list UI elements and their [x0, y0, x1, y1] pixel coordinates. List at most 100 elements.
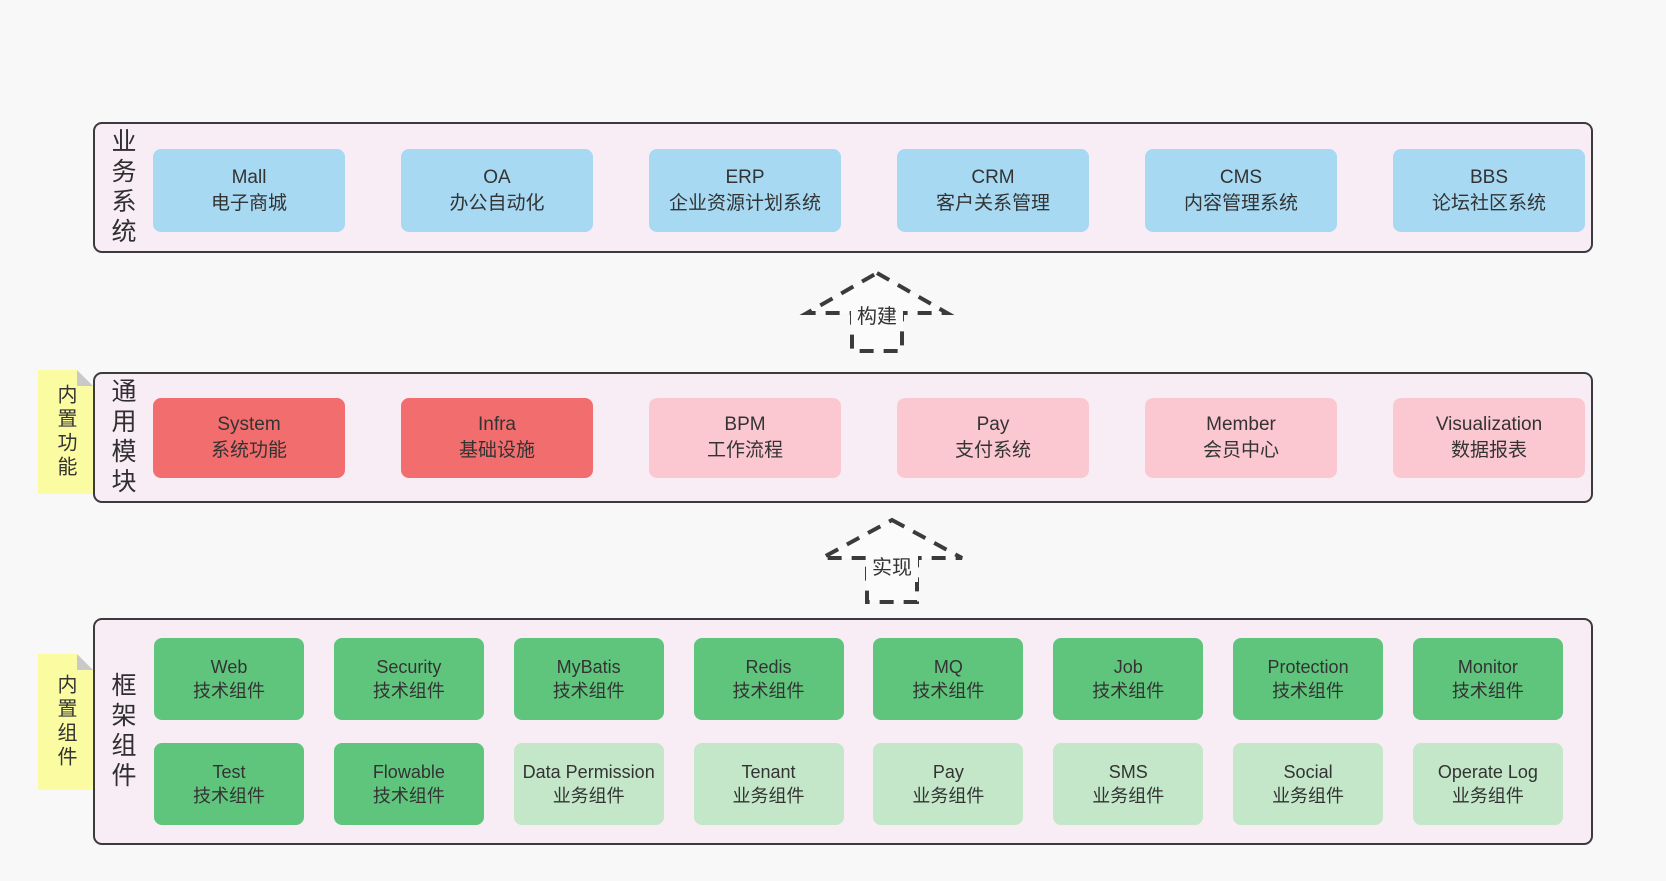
box-title: OA: [483, 166, 511, 188]
box-title: Security: [376, 657, 442, 677]
sticky-note-built-in-features: 内置功能: [38, 370, 93, 494]
box-title: Member: [1206, 414, 1276, 435]
box-mybatis: MyBatis 技术组件: [513, 638, 664, 720]
box-subtitle: 企业资源计划系统: [668, 192, 821, 214]
layer-common-modules: 通用模块 System 系统功能 Infra 基础设施 BPM 工作流程 Pay…: [93, 372, 1593, 503]
sticky-note-text: 内置功能: [54, 384, 76, 480]
box-title: Test: [212, 762, 246, 782]
box-mall: Mall 电子商城: [153, 149, 345, 232]
layer-label-common-modules: 通用模块: [108, 377, 136, 498]
box-subtitle: 业务组件: [912, 786, 985, 806]
box-subtitle: 内容管理系统: [1183, 192, 1298, 214]
box-protection: Protection 技术组件: [1233, 638, 1384, 720]
box-bpm: BPM 工作流程: [649, 398, 841, 478]
box-subtitle: 技术组件: [1092, 681, 1165, 701]
box-subtitle: 工作流程: [706, 440, 783, 461]
box-subtitle: 技术组件: [552, 681, 625, 701]
box-erp: ERP 企业资源计划系统: [649, 149, 841, 232]
box-subtitle: 业务组件: [552, 786, 625, 806]
arrow-implement: 实现: [821, 517, 963, 604]
box-title: CMS: [1219, 166, 1263, 188]
box-redis: Redis 技术组件: [693, 638, 844, 720]
box-subtitle: 支付系统: [954, 440, 1031, 461]
box-subtitle: 客户关系管理: [935, 192, 1050, 214]
business-box-row: Mall 电子商城 OA 办公自动化 ERP 企业资源计划系统 CRM 客户关系…: [153, 149, 1585, 232]
box-subtitle: 技术组件: [912, 681, 985, 701]
folded-corner-icon: [77, 654, 93, 670]
box-title: MyBatis: [556, 657, 621, 677]
layer-business-systems: 业务系统 Mall 电子商城 OA 办公自动化 ERP 企业资源计划系统 CRM…: [93, 122, 1593, 253]
box-subtitle: 业务组件: [732, 786, 805, 806]
box-subtitle: 基础设施: [458, 440, 535, 461]
box-title: Web: [210, 657, 248, 677]
box-title: Monitor: [1457, 657, 1518, 677]
box-subtitle: 技术组件: [193, 681, 265, 701]
box-subtitle: 会员中心: [1202, 440, 1279, 461]
box-bbs: BBS 论坛社区系统: [1393, 149, 1585, 232]
box-oa: OA 办公自动化: [401, 149, 593, 232]
sticky-note-shape: [38, 370, 93, 494]
box-title: Job: [1113, 657, 1143, 677]
box-subtitle: 技术组件: [372, 681, 445, 701]
box-title: Pay: [932, 762, 964, 782]
box-subtitle: 业务组件: [1272, 786, 1345, 806]
box-subtitle: 数据报表: [1450, 440, 1527, 461]
box-title: Infra: [477, 414, 517, 435]
box-title: SMS: [1108, 762, 1148, 782]
box-title: Social: [1283, 762, 1333, 782]
component-box-row-1: Web 技术组件 Security 技术组件 MyBatis 技术组件 Redi…: [154, 638, 1563, 720]
arrow-build-label: 构建: [857, 305, 897, 328]
box-member: Member 会员中心: [1145, 398, 1337, 478]
sticky-note-built-in-components: 内置组件: [38, 654, 93, 790]
box-infra: Infra 基础设施: [401, 398, 593, 478]
box-web: Web 技术组件: [154, 638, 304, 720]
box-title: Pay: [976, 414, 1010, 435]
box-title: ERP: [725, 166, 765, 188]
box-title: MQ: [933, 657, 963, 677]
box-visualization: Visualization 数据报表: [1393, 398, 1585, 478]
box-title: Tenant: [741, 762, 796, 782]
module-box-row: System 系统功能 Infra 基础设施 BPM 工作流程 Pay 支付系统…: [153, 398, 1585, 478]
box-subtitle: 技术组件: [193, 786, 265, 806]
box-title: Flowable: [372, 762, 445, 782]
arrow-label-bg: [866, 552, 918, 582]
box-sms: SMS 业务组件: [1053, 743, 1204, 825]
box-title: Data Permission: [522, 762, 655, 782]
box-title: BBS: [1469, 166, 1509, 188]
box-title: Visualization: [1435, 414, 1543, 435]
box-pay: Pay 支付系统: [897, 398, 1089, 478]
box-security: Security 技术组件: [333, 638, 484, 720]
box-title: Mall: [231, 166, 267, 188]
box-flowable: Flowable 技术组件: [333, 743, 484, 825]
box-job: Job 技术组件: [1053, 638, 1204, 720]
layer-label-business-systems: 业务系统: [108, 127, 136, 248]
box-subtitle: 技术组件: [1451, 681, 1524, 701]
box-subtitle: 业务组件: [1451, 786, 1524, 806]
box-subtitle: 论坛社区系统: [1431, 192, 1546, 214]
box-crm: CRM 客户关系管理: [897, 149, 1089, 232]
arrow-implement-label: 实现: [872, 556, 912, 579]
box-cms: CMS 内容管理系统: [1145, 149, 1337, 232]
component-box-row-2: Test 技术组件 Flowable 技术组件 Data Permission …: [154, 743, 1563, 825]
layer-label-framework-components: 框架组件: [108, 671, 136, 792]
arrow-label-bg: [851, 301, 903, 331]
box-test: Test 技术组件: [154, 743, 304, 825]
box-subtitle: 业务组件: [1092, 786, 1165, 806]
box-data-permission: Data Permission 业务组件: [513, 743, 664, 825]
box-subtitle: 系统功能: [210, 440, 287, 461]
box-title: Operate Log: [1437, 762, 1538, 782]
box-tenant: Tenant 业务组件: [693, 743, 844, 825]
box-operate-log: Operate Log 业务组件: [1412, 743, 1563, 825]
folded-corner-icon: [77, 370, 93, 386]
box-system: System 系统功能: [153, 398, 345, 478]
box-subtitle: 技术组件: [1272, 681, 1345, 701]
box-title: System: [217, 414, 281, 435]
box-subtitle: 技术组件: [732, 681, 805, 701]
box-subtitle: 电子商城: [210, 192, 287, 214]
box-title: Protection: [1267, 657, 1349, 677]
box-title: BPM: [724, 414, 766, 435]
arrow-build: 构建: [799, 270, 955, 353]
box-social: Social 业务组件: [1233, 743, 1384, 825]
sticky-note-shape: [38, 654, 93, 790]
